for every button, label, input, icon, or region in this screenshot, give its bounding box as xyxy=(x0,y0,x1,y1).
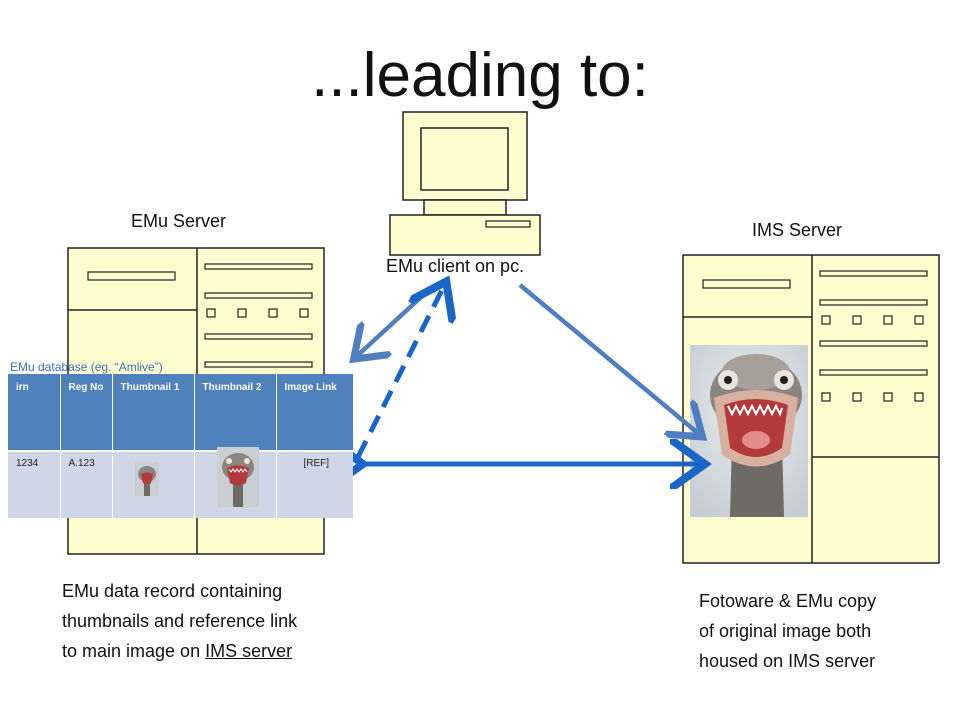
cell-thumbnail-1 xyxy=(112,450,195,518)
column-header-irn: irn xyxy=(8,374,61,451)
caption-line: thumbnails and reference link xyxy=(62,611,298,631)
column-header-reg-no: Reg No xyxy=(60,374,113,451)
ostrich-photo xyxy=(690,345,808,517)
emu-record-caption: EMu data record containing thumbnails an… xyxy=(62,576,297,666)
emu-database-label: EMu database (eg. “Amlive”) xyxy=(10,360,163,374)
caption-line: of original image both xyxy=(699,621,872,641)
caption-line: EMu data record containing xyxy=(62,581,283,601)
cell-irn: 1234 xyxy=(8,450,61,518)
fotoware-caption: Fotoware & EMu copy of original image bo… xyxy=(699,586,876,676)
slide-title: ...leading to: xyxy=(311,41,649,110)
cell-image-link: [REF] xyxy=(276,450,353,518)
ims-server-label: IMS Server xyxy=(752,220,843,240)
cell-reg-no: A.123 xyxy=(60,450,113,518)
desktop-computer-icon xyxy=(389,111,541,256)
table-row: 1234 A.123 xyxy=(8,447,353,518)
column-header-image-link: Image Link xyxy=(276,374,353,451)
column-header-thumbnail-2: Thumbnail 2 xyxy=(194,374,277,451)
cell-thumbnail-2 xyxy=(194,447,277,518)
table-header-row: irn Reg No Thumbnail 1 Thumbnail 2 Image… xyxy=(8,374,353,451)
caption-line: to main image on IMS server xyxy=(62,636,297,666)
caption-text: to main image on xyxy=(62,641,206,661)
emu-client-label: EMu client on pc. xyxy=(386,256,525,276)
ostrich-thumbnail-small xyxy=(134,462,159,496)
column-header-thumbnail-1: Thumbnail 1 xyxy=(112,374,195,451)
arrow-client-to-ims xyxy=(518,283,699,434)
ims-server-link[interactable]: IMS server xyxy=(205,641,293,661)
caption-line: Fotoware & EMu copy xyxy=(699,591,877,611)
emu-server-label: EMu Server xyxy=(131,211,227,231)
ostrich-thumbnail-large xyxy=(216,447,259,507)
arrow-client-to-emu xyxy=(357,285,434,356)
emu-database-table: irn Reg No Thumbnail 1 Thumbnail 2 Image… xyxy=(8,374,353,518)
caption-line: housed on IMS server xyxy=(699,651,876,671)
arrow-emu-to-client-dashed xyxy=(355,286,444,459)
